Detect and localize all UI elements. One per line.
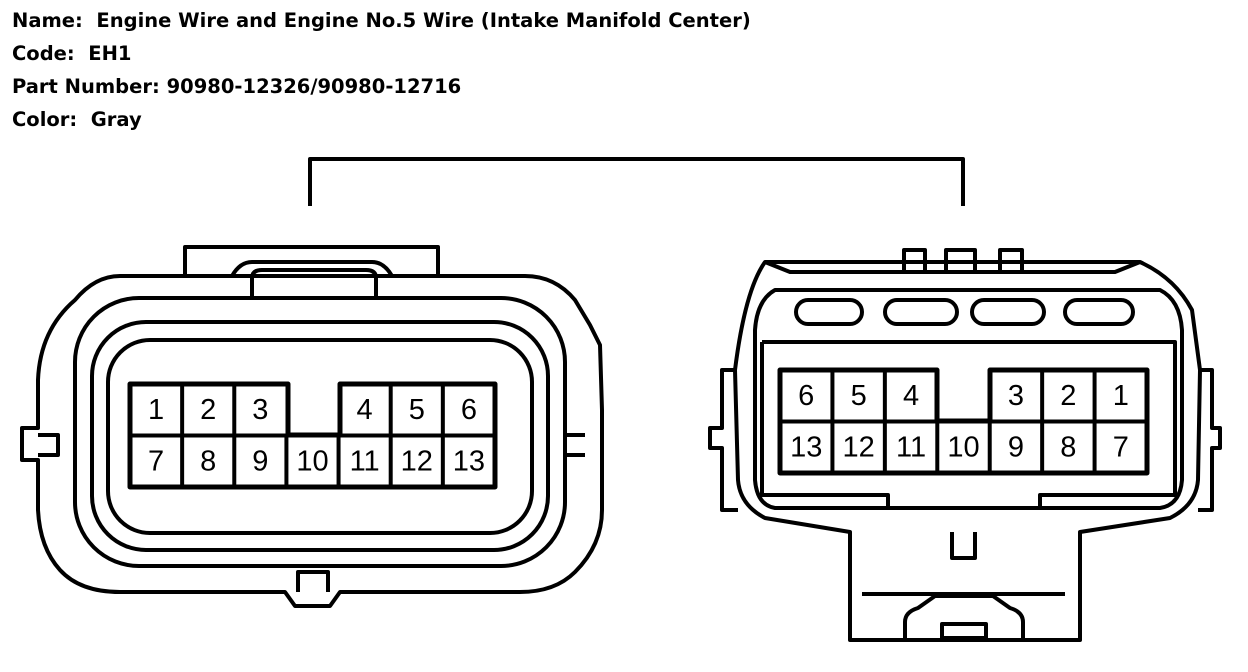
- right-pin-4: 4: [903, 380, 919, 412]
- left-pin-13: 13: [453, 445, 485, 477]
- code-line: Code: EH1: [12, 37, 751, 70]
- right-pin-7: 7: [1113, 431, 1129, 463]
- right-slot-1: [794, 298, 864, 326]
- left-cavity: [106, 338, 534, 535]
- right-pin-labels: 6 5 4 3 2 1 13 12 11 10 9 8 7: [790, 380, 1129, 464]
- right-pin-10: 10: [947, 431, 979, 463]
- left-connector-housing: [20, 274, 604, 608]
- right-slot-4: [1063, 298, 1135, 326]
- left-connector: [20, 245, 604, 608]
- left-pin-6: 6: [461, 394, 477, 426]
- right-pin-9: 9: [1008, 431, 1024, 463]
- left-lock-tab: [250, 268, 378, 298]
- right-pin-3: 3: [1008, 380, 1024, 412]
- code-label: Code:: [12, 42, 75, 65]
- right-bottom-lock-tab: [940, 622, 988, 640]
- right-pin-13: 13: [790, 431, 822, 463]
- right-upper-tabs: [902, 248, 1024, 272]
- right-pin-8: 8: [1060, 431, 1076, 463]
- left-pin-12: 12: [401, 445, 433, 477]
- right-pin-5: 5: [851, 380, 867, 412]
- right-side-tab-right: [1198, 368, 1222, 512]
- right-side-tab-left: [708, 368, 738, 512]
- right-top-rib: [764, 260, 1141, 274]
- left-pin-11: 11: [350, 445, 380, 477]
- left-latch-inner: [230, 260, 394, 278]
- part-number-value: 90980-12326/90980-12716: [166, 75, 462, 98]
- left-pin-grid-lines: [130, 384, 495, 487]
- right-cavity: [760, 340, 1177, 508]
- left-pin-9: 9: [252, 445, 268, 477]
- right-slot-2: [883, 298, 959, 326]
- code-value: EH1: [88, 42, 132, 65]
- left-pin-8: 8: [200, 445, 216, 477]
- left-pin-1: 1: [148, 394, 164, 426]
- left-inner-face: [90, 320, 550, 552]
- right-bottom-lock: [903, 594, 1025, 640]
- right-pin-6: 6: [798, 380, 814, 412]
- name-value: Engine Wire and Engine No.5 Wire (Intake…: [96, 9, 751, 32]
- color-line: Color: Gray: [12, 103, 751, 136]
- left-pin-grid-outline: [127, 381, 498, 490]
- left-bottom-notch: [296, 570, 330, 592]
- left-middle-rim: [73, 296, 567, 568]
- connector-info-header: Name: Engine Wire and Engine No.5 Wire (…: [12, 4, 751, 136]
- left-pin-7: 7: [148, 445, 164, 477]
- name-label: Name:: [12, 9, 83, 32]
- part-number-line: Part Number: 90980-12326/90980-12716: [12, 70, 751, 103]
- right-pin-grid-outline: [777, 367, 1150, 476]
- left-pin-10: 10: [296, 445, 328, 477]
- part-number-label: Part Number:: [12, 75, 160, 98]
- name-line: Name: Engine Wire and Engine No.5 Wire (…: [12, 4, 751, 37]
- right-pin-1: 1: [1113, 380, 1129, 412]
- left-side-tab-left: [38, 433, 60, 457]
- right-bottom-lug: [950, 532, 977, 560]
- right-pin-grid-lines: [780, 370, 1148, 473]
- right-inner-face: [753, 288, 1184, 510]
- color-label: Color:: [12, 108, 78, 131]
- left-pin-2: 2: [200, 394, 216, 426]
- left-pin-3: 3: [252, 394, 268, 426]
- left-pin-4: 4: [357, 394, 373, 426]
- left-top-latch: [183, 245, 440, 276]
- mating-bracket: [308, 157, 965, 206]
- right-pin-2: 2: [1060, 380, 1076, 412]
- right-connector: [708, 248, 1222, 642]
- left-side-tab-right: [563, 433, 585, 457]
- left-pin-5: 5: [409, 394, 425, 426]
- color-value: Gray: [90, 108, 142, 131]
- right-pin-11: 11: [896, 431, 926, 463]
- right-slot-3: [970, 298, 1046, 326]
- right-pin-12: 12: [843, 431, 875, 463]
